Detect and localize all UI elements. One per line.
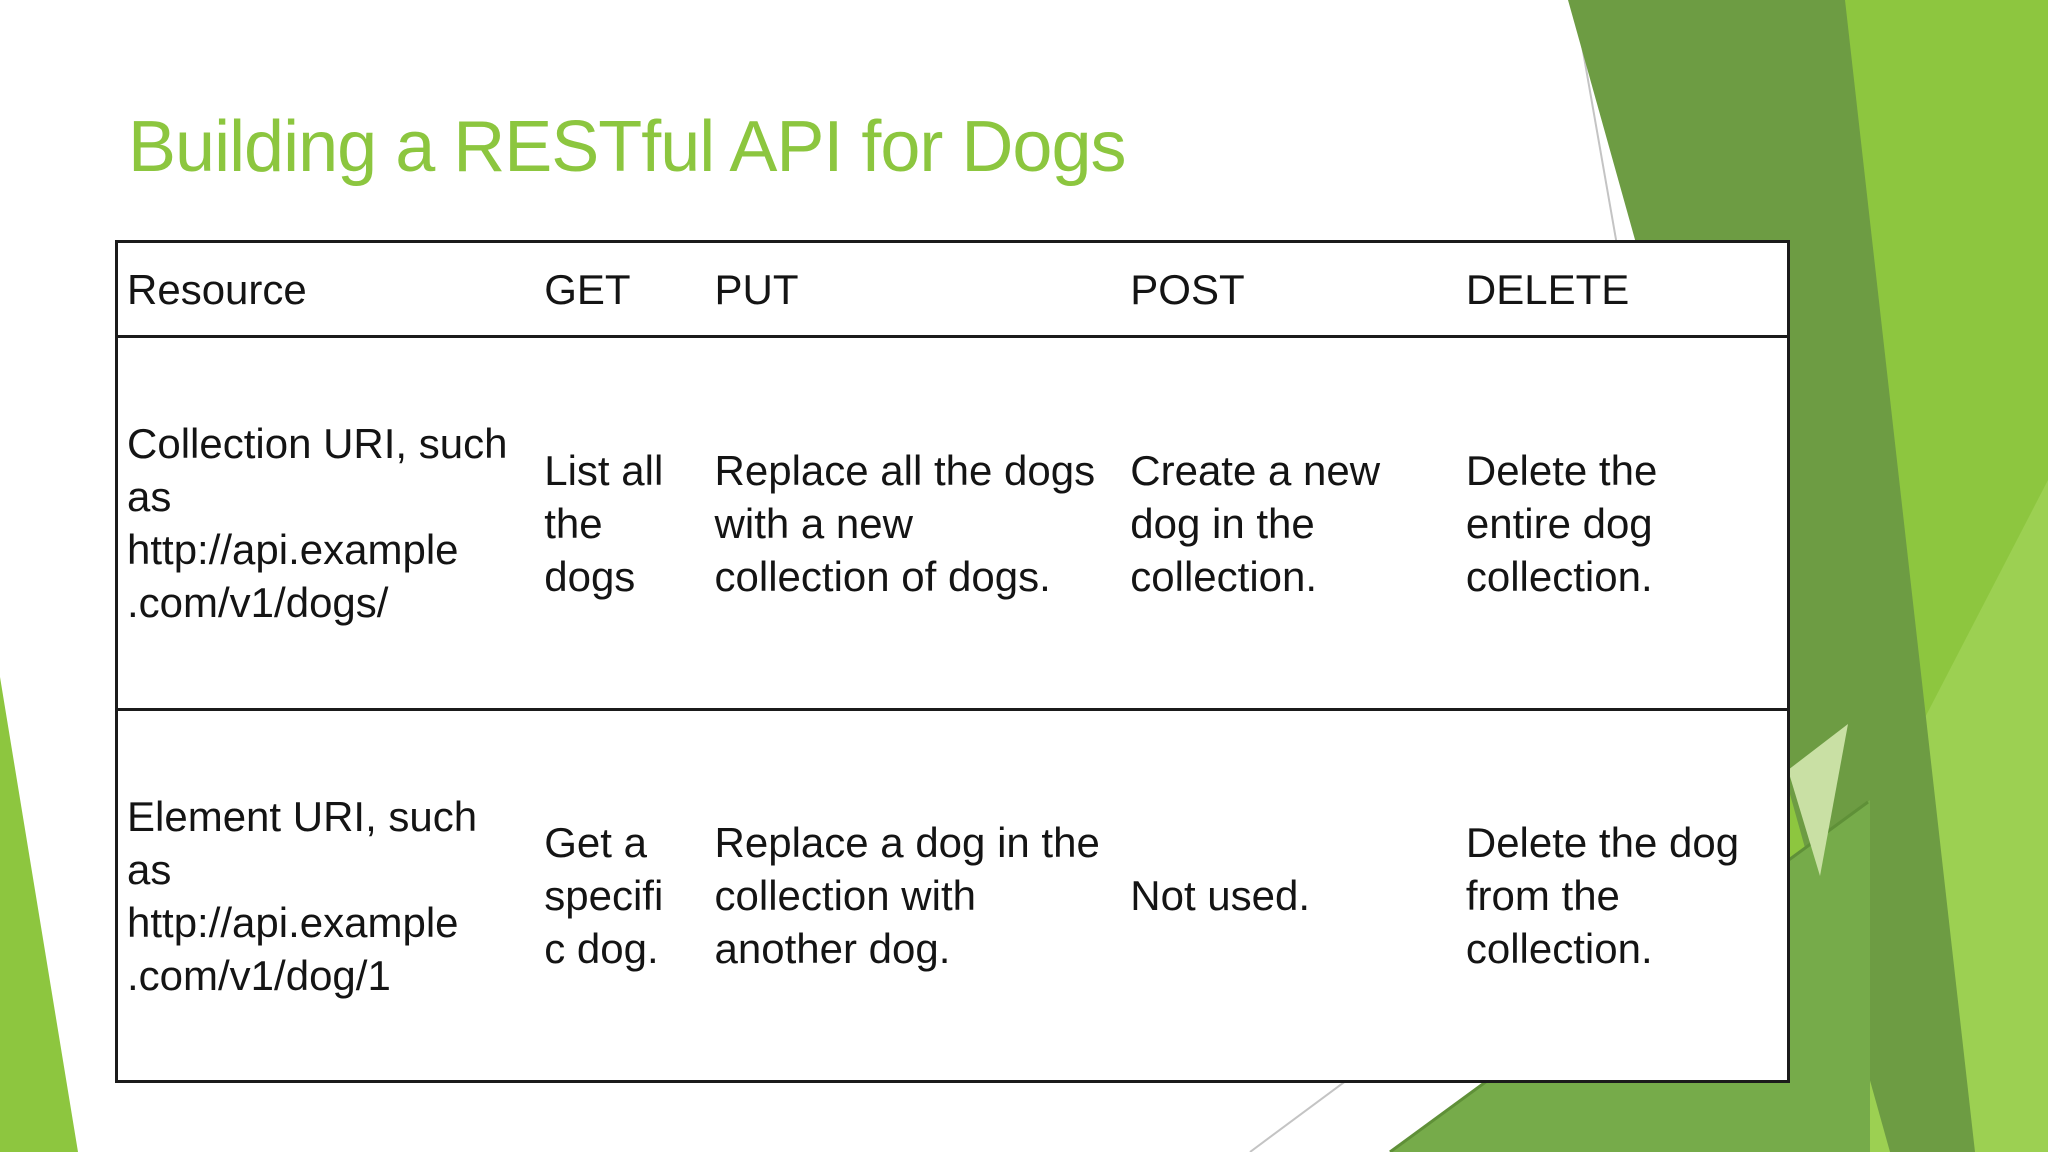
page-title: Building a RESTful API for Dogs xyxy=(128,107,1126,187)
table-header-row: Resource GET PUT POST DELETE xyxy=(116,242,1789,337)
cell-collection-resource: Collection URI, such as http://api.examp… xyxy=(127,420,508,626)
column-header-put: PUT xyxy=(714,265,799,313)
cell-element-resource: Element URI, such as http://api.example … xyxy=(127,792,478,999)
cell-element-post: Not used. xyxy=(1130,872,1311,919)
column-header-post: POST xyxy=(1130,265,1245,313)
table-row-element-uri: Element URI, such as http://api.example … xyxy=(117,710,1789,1082)
cell-collection-put: Replace all the dogs with a new collecti… xyxy=(714,446,1096,600)
cell-element-get: Get a specifi c dog. xyxy=(544,819,664,972)
pale-green-highlight-sliver xyxy=(1788,724,1848,876)
column-header-resource: Resource xyxy=(127,265,307,313)
bottom-left-green-wedge xyxy=(0,677,78,1152)
cell-element-delete: Delete the dog from the collection. xyxy=(1465,819,1740,972)
column-header-get: GET xyxy=(544,265,631,313)
table-row-collection-uri: Collection URI, such as http://api.examp… xyxy=(116,337,1789,710)
column-header-delete: DELETE xyxy=(1465,265,1630,313)
cell-collection-get: List all the dogs xyxy=(544,446,664,600)
cell-collection-post: Create a new dog in the collection. xyxy=(1130,446,1381,600)
cell-collection-delete: Delete the entire dog collection. xyxy=(1465,446,1658,600)
rest-api-table: Resource GET PUT POST DELETE Collection … xyxy=(115,240,1790,1083)
cell-element-put: Replace a dog in the collection with ano… xyxy=(714,819,1100,972)
